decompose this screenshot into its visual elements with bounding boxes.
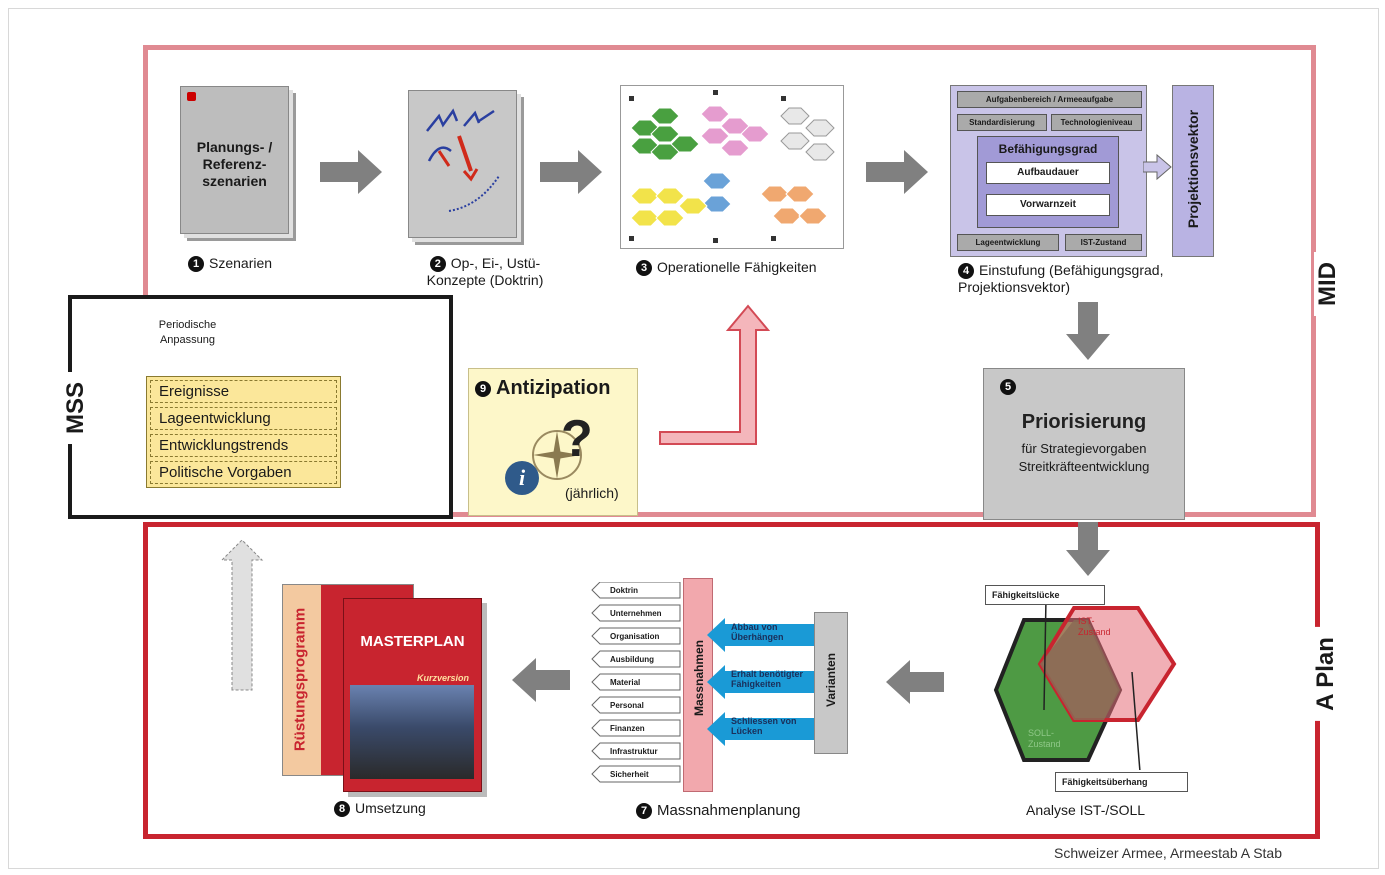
task-area-box: Aufgabenbereich / Armeeaufgabe [957,91,1142,108]
swiss-crest-icon [187,92,196,101]
soll-state-label: SOLL-Zustand [1028,728,1061,749]
capability-gap-tag: Fähigkeitslücke [985,585,1105,605]
projection-arrow-icon [1143,153,1172,181]
step7-caption: 7 Massnahmenplanung [636,802,801,820]
measures-list: Doktrin Unternehmen Organisation Ausbild… [590,581,681,799]
step2-caption-text: Op-, Ei-, Ustü-Konzepte (Doktrin) [426,255,544,289]
step3-number: 3 [636,260,652,277]
capability-hexagons [629,90,835,243]
armament-program-label: Rüstungsprogramm [291,607,309,752]
question-mark-icon: ? [561,410,593,468]
warning-time-box: Vorwarnzeit [986,194,1110,216]
outer-frame [8,8,1379,869]
step1-caption: 1 Szenarien [188,255,273,273]
arrow-3-to-4 [866,150,928,194]
scenario-document: Planungs- / Referenz-szenarien [180,86,289,234]
masterplan-photo [350,685,474,779]
anticipation-title: Antizipation [496,377,611,399]
technology-box: Technologieniveau [1051,114,1142,131]
measure-tags [591,581,681,783]
build-up-time-box: Aufbaudauer [986,162,1110,184]
measure-item: Infrastruktur [610,747,658,756]
variants-bar: Varianten [814,612,848,754]
step3-caption: 3 Operationelle Fähigkeiten [636,259,817,277]
measures-bar-label: Massnahmen [692,639,706,717]
measure-item: Ausbildung [610,655,654,664]
step6-caption: Analyse IST-/SOLL [1026,802,1146,818]
mid-section-frame [143,45,1316,517]
measure-item: Organisation [610,632,660,641]
step4-caption-text: Einstufung (Befähigungsgrad, Projektions… [958,262,1164,296]
masterplan-title: MASTERPLAN [360,633,465,650]
step1-number: 1 [188,256,204,273]
prioritization-box: 5 Priorisierung für Strategievorgaben St… [983,368,1185,520]
ist-soll-hexagons [993,600,1177,770]
masterplan-document: MASTERPLAN Kurzversion [343,598,482,792]
mss-items-list: Ereignisse Lageentwicklung Entwicklungst… [146,376,341,488]
step2-number: 2 [429,256,446,273]
step7-caption-text: Massnahmenplanung [657,802,801,819]
actual-state-box: IST-Zustand [1065,234,1142,251]
source-credit: Schweizer Armee, Armeestab A Stab [1054,845,1283,861]
situation-development-box: Lageentwicklung [957,234,1059,251]
ist-state-label: IST-Zustand [1078,616,1111,637]
capability-level-box: Befähigungsgrad Aufbaudauer Vorwarnzeit [977,136,1119,228]
capability-surplus-tag: Fähigkeitsüberhang [1055,772,1188,792]
step7-number: 7 [636,803,652,820]
mss-item: Lageentwicklung [150,407,337,430]
close-gaps-action: Schliessen von Lücken [731,716,797,736]
classification-diagram: Aufgabenbereich / Armeeaufgabe Standardi… [950,85,1147,257]
feedback-arrow [220,539,264,691]
measure-item: Finanzen [610,724,645,733]
arrow-6-to-7 [886,660,944,704]
measure-item: Material [610,678,641,687]
prioritization-title: Priorisierung [1021,411,1147,433]
step8-caption: 8 Umsetzung [334,800,426,818]
step3-caption-text: Operationelle Fähigkeiten [657,259,817,275]
periodic-adjustment-label: Periodische Anpassung [158,319,217,346]
info-icon: i [505,461,539,495]
step1-caption-text: Szenarien [209,255,273,271]
prioritization-line2: Streitkräfteentwicklung [1018,459,1150,474]
action-arrows [707,618,820,746]
arrow-1-to-2 [320,150,382,194]
measure-item: Sicherheit [610,770,649,779]
doctrine-document [408,90,517,238]
arrow-2-to-3 [540,150,602,194]
variants-label: Varianten [824,652,838,708]
projection-vector-box: Projektionsvektor [1172,85,1214,257]
measure-item: Doktrin [610,586,638,595]
anticipation-heading: 9 Antizipation [475,377,610,400]
capabilities-chart [620,85,844,249]
arrow-5-to-6 [1066,522,1110,576]
anticipation-box: 9 Antizipation ? i (jährlich) [468,368,638,516]
prioritization-line1: für Strategievorgaben [1021,441,1147,456]
standardization-box: Standardisierung [957,114,1047,131]
step8-number: 8 [334,801,350,818]
measure-item: Unternehmen [610,609,662,618]
masterplan-subtitle: Kurzversion [416,673,469,683]
annual-label: (jährlich) [565,485,619,501]
compass-icon [532,430,582,480]
measure-item: Personal [610,701,644,710]
mss-item: Politische Vorgaben [150,461,337,484]
measures-bar: Massnahmen [683,578,713,792]
step5-number: 5 [1000,379,1016,395]
reduce-surplus-action: Abbau von Überhängen [731,622,784,642]
capability-level-title: Befähigungsgrad [998,142,1098,156]
step9-number: 9 [475,380,491,397]
mss-item: Entwicklungstrends [150,434,337,457]
anticipation-to-capabilities-arrow [659,304,771,445]
mss-item: Ereignisse [150,380,337,403]
maintain-capabilities-action: Erhalt benötigter Fähigkeiten [731,669,804,689]
scenario-doc-title: Planungs- / Referenz-szenarien [196,139,273,189]
arrow-4-to-5 [1066,302,1110,360]
mss-label: MSS [62,371,91,445]
step4-number: 4 [958,263,974,280]
doctrine-arrows-graphic [426,108,500,212]
step8-caption-text: Umsetzung [355,800,426,816]
arrow-7-to-8 [512,658,570,702]
